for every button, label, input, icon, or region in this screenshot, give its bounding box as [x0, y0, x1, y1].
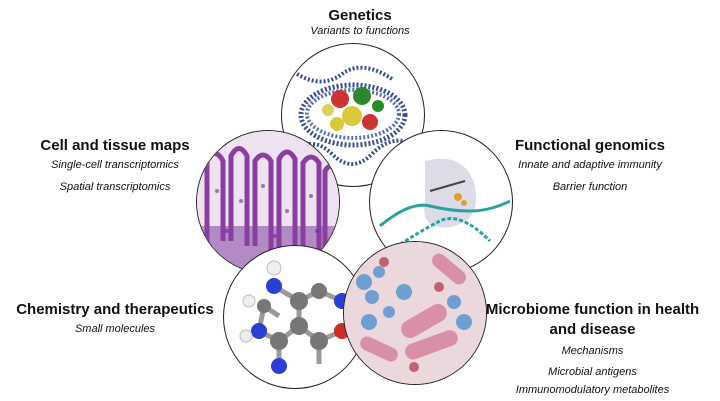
microbiome-title-line1: Microbiome function in health — [485, 301, 700, 318]
chemistry-title: Chemistry and therapeutics — [16, 301, 214, 318]
microbiome-item-2: Microbial antigens — [548, 366, 637, 378]
microbiome-item-1: Mechanisms — [561, 345, 624, 357]
microbiome-bacteria-image — [343, 241, 487, 385]
cell-tissue-item-2: Spatial transcriptomics — [59, 181, 171, 193]
microbiome-item-3: Immunomodulatory metabolites — [515, 384, 670, 396]
cell-tissue-item-1: Single-cell transcriptomics — [51, 159, 179, 171]
cell-tissue-title: Cell and tissue maps — [40, 137, 190, 154]
chemistry-item-1: Small molecules — [74, 323, 156, 335]
functional-genomics-item-1: Innate and adaptive immunity — [518, 159, 662, 171]
genetics-title: Genetics — [328, 7, 392, 24]
small-molecule-image — [223, 245, 367, 389]
functional-genomics-item-2: Barrier function — [552, 181, 628, 193]
microbiome-title-line2: and disease — [549, 321, 636, 338]
genetics-subtitle: Variants to functions — [310, 25, 410, 37]
functional-genomics-title: Functional genomics — [514, 137, 665, 154]
